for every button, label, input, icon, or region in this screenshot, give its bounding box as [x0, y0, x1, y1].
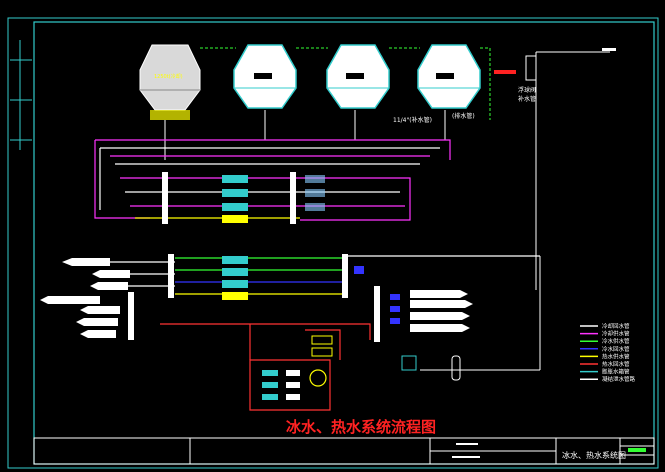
cooling-tower-3 — [326, 44, 390, 109]
cooling-tower-1 — [139, 44, 201, 120]
legend-label-6: 膨胀水箱管 — [602, 368, 630, 376]
side-note-1: 浮球阀 — [518, 86, 536, 94]
left-header — [128, 292, 134, 340]
middle-piping — [70, 255, 540, 360]
drawing-title: 冰水、热水系统流程图 — [286, 418, 436, 436]
left-margin-marks — [10, 40, 32, 150]
pump-box — [311, 335, 333, 345]
tower-label: 1250t(冷却) — [154, 73, 183, 80]
legend-label-4: 热水供水管 — [602, 352, 630, 360]
pipe-note-1: 11/4"(补水管) — [393, 116, 432, 124]
legend-label-7: 凝结泄水管路 — [602, 375, 636, 383]
side-note-2: 补水管 — [518, 95, 536, 103]
upper-header-right — [290, 172, 296, 224]
pipe-note-2: (排水管) — [452, 112, 475, 120]
boiler-units — [262, 370, 300, 400]
legend: 冷却回水管冷却供水管冷水供水管冷水回水管热水供水管热水回水管膨胀水箱管凝结泄水管… — [580, 322, 636, 383]
cooling-tower-2 — [233, 44, 297, 109]
legend-label-3: 冷水回水管 — [602, 345, 630, 353]
boiler-section — [249, 329, 341, 411]
legend-label-2: 冷水供水管 — [602, 337, 630, 345]
water-treatment — [451, 355, 461, 381]
right-blue-blocks — [354, 266, 400, 324]
cooling-tower-4 — [417, 44, 481, 109]
upper-header-left — [162, 172, 168, 224]
red-valve — [494, 70, 516, 74]
legend-label-1: 冷却供水管 — [602, 330, 630, 338]
upper-pumps — [222, 175, 325, 223]
middle-header-right — [342, 254, 348, 298]
middle-pumps — [222, 256, 248, 300]
middle-header-left — [168, 254, 174, 298]
upper-piping — [94, 139, 451, 221]
expansion-tank — [401, 355, 417, 371]
left-supply-arrows — [40, 258, 130, 338]
tower-makeup-dashed — [200, 47, 491, 120]
legend-label-0: 冷却回水管 — [602, 322, 630, 330]
float-valve-tank — [525, 55, 537, 81]
right-header — [374, 286, 380, 342]
outer-border — [7, 17, 659, 469]
legend-label-5: 热水回水管 — [602, 360, 630, 368]
right-supply-arrows — [410, 290, 473, 332]
title-block — [33, 437, 655, 465]
title-block-label: 冰水、热水系统图 — [562, 450, 626, 460]
top-right-tag — [602, 48, 616, 51]
